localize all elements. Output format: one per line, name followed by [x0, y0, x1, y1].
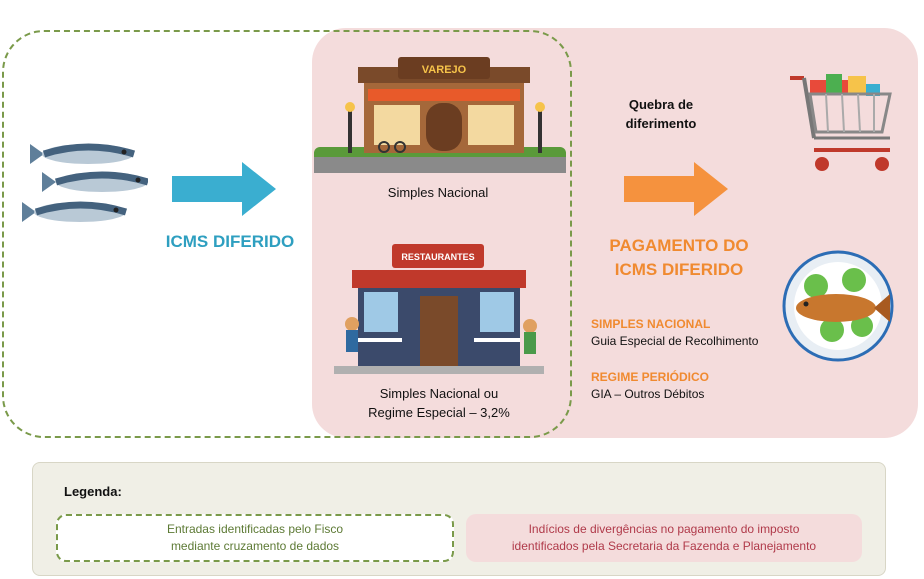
store-sign: VAREJO — [422, 64, 467, 76]
regime-periodico-name: REGIME PERIÓDICO — [591, 370, 710, 384]
legend-green-item: Entradas identificadas pelo Fisco median… — [56, 514, 454, 562]
varejo-caption: Simples Nacional — [387, 185, 489, 200]
fish-dish-icon — [782, 250, 894, 362]
regime-simples-name: SIMPLES NACIONAL — [591, 317, 711, 331]
restaurante-caption-line1: Simples Nacional ou — [379, 386, 499, 401]
regime-periodico-desc: GIA – Outros Débitos — [591, 387, 705, 401]
restaurant-sign: RESTAURANTES — [401, 252, 474, 262]
pagamento-title-line1: PAGAMENTO DO — [609, 236, 749, 255]
restaurant-icon: RESTAURANTES — [334, 244, 544, 374]
store-icon: VAREJO — [314, 57, 566, 173]
shopping-cart-icon — [790, 74, 892, 171]
restaurante-caption: Simples Nacional ou Regime Especial – 3,… — [344, 384, 534, 422]
fish-2 — [42, 171, 148, 192]
orange-arrow-icon — [624, 162, 728, 216]
regime-periodico: REGIME PERIÓDICO GIA – Outros Débitos — [591, 370, 791, 401]
legend-green-line1: Entradas identificadas pelo Fisco — [166, 522, 344, 536]
icms-diferido-label: ICMS DIFERIDO — [165, 232, 295, 251]
restaurante-caption-line2: Regime Especial – 3,2% — [368, 405, 510, 420]
fish-1 — [30, 143, 136, 164]
quebra-line2: diferimento — [625, 116, 697, 131]
fish-icon — [22, 143, 148, 222]
dashed-region — [2, 30, 572, 438]
legend-title: Legenda: — [64, 484, 122, 499]
pagamento-title: PAGAMENTO DO ICMS DIFERIDO — [586, 234, 772, 282]
quebra-line1: Quebra de — [628, 97, 694, 112]
legend-pink-item: Indícios de divergências no pagamento do… — [466, 514, 862, 562]
blue-arrow-icon — [172, 162, 276, 216]
legend-pink-line1: Indícios de divergências no pagamento do… — [528, 522, 800, 536]
pagamento-title-line2: ICMS DIFERIDO — [614, 260, 744, 279]
quebra-label: Quebra de diferimento — [606, 95, 716, 133]
regime-simples-desc: Guia Especial de Recolhimento — [591, 334, 759, 348]
legend-green-line2: mediante cruzamento de dados — [170, 539, 340, 553]
legend-pink-line2: identificados pela Secretaria da Fazenda… — [511, 539, 817, 553]
fish-3 — [22, 201, 128, 222]
regime-simples: SIMPLES NACIONAL Guia Especial de Recolh… — [591, 317, 791, 348]
